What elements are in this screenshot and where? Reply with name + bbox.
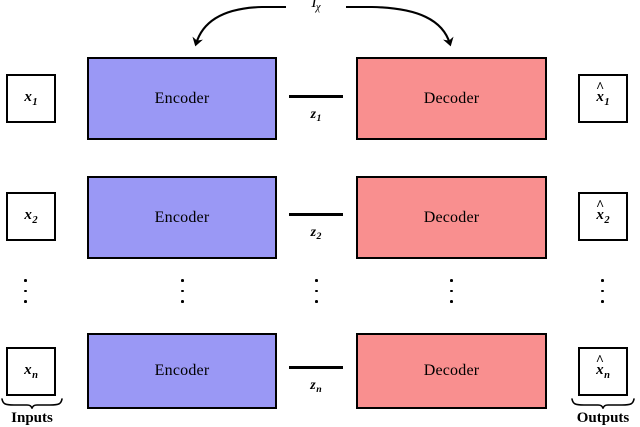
dot <box>601 300 604 303</box>
encoder-label-1: Encoder <box>154 89 210 107</box>
arrow-to-decoder <box>346 5 454 47</box>
latent-label-2: z2 <box>310 225 322 242</box>
encoder-box-1: Encoder <box>87 57 277 140</box>
latent-link-2: z2 <box>286 213 346 242</box>
output-box-1: ^x1 <box>578 74 628 123</box>
latent-connector-1 <box>289 95 343 98</box>
dot <box>450 300 453 303</box>
ellipsis-decoders <box>450 279 453 303</box>
inputs-label: Inputs <box>11 410 53 426</box>
dot <box>24 300 27 303</box>
latent-label-n: zn <box>310 378 322 395</box>
decoder-label-n: Decoder <box>423 362 480 379</box>
dot <box>181 289 184 293</box>
underbrace-outputs-icon <box>571 398 635 409</box>
output-box-n: ^xn <box>578 347 628 396</box>
encoder-label-2: Encoder <box>154 208 210 226</box>
shared-symbol-subscript: χ <box>315 1 321 14</box>
encoder-box-2: Encoder <box>87 176 277 259</box>
hat-accent-n: ^ <box>595 352 604 369</box>
decoder-label-2: Decoder <box>423 208 480 226</box>
shared-parameter-annotation: Iχ <box>0 0 640 62</box>
dot <box>601 279 604 282</box>
latent-connector-n <box>289 366 343 369</box>
dot <box>315 289 318 293</box>
dot <box>181 279 184 282</box>
shared-parameter-arrows <box>192 5 454 47</box>
dot <box>315 279 318 282</box>
dot <box>181 300 184 303</box>
inputs-brace-group: Inputs <box>0 398 64 427</box>
ellipsis-inputs <box>24 279 27 303</box>
shared-symbol-base: I <box>311 0 317 11</box>
decoder-box-n: Decoder <box>356 333 547 409</box>
encoder-label-n: Encoder <box>154 362 210 379</box>
output-box-2: ^x2 <box>578 192 628 241</box>
latent-label-1: z1 <box>310 107 322 124</box>
ellipsis-outputs <box>601 279 604 303</box>
decoder-box-1: Decoder <box>356 57 547 140</box>
dot <box>450 279 453 282</box>
latent-link-1: z1 <box>286 95 346 124</box>
decoder-label-1: Decoder <box>423 89 480 107</box>
input-label-2: x2 <box>24 207 38 226</box>
output-label-2: ^x2 <box>595 197 610 226</box>
latent-link-n: zn <box>286 366 346 395</box>
latent-connector-2 <box>289 213 343 216</box>
input-label-n: xn <box>24 362 38 381</box>
dot <box>24 289 27 293</box>
input-label-1: x1 <box>24 89 38 108</box>
ellipsis-encoders <box>181 279 184 303</box>
encoder-box-n: Encoder <box>87 333 277 409</box>
dot <box>601 289 604 293</box>
dot <box>450 289 453 293</box>
arrow-to-encoder <box>192 5 286 47</box>
dot <box>315 300 318 303</box>
underbrace-inputs-icon <box>1 398 63 409</box>
outputs-label: Outputs <box>576 410 630 426</box>
hat-accent-2: ^ <box>595 197 605 214</box>
output-label-1: ^x1 <box>595 79 610 108</box>
outputs-brace-group: Outputs <box>570 398 636 427</box>
output-label-n: ^xn <box>595 352 610 381</box>
ellipsis-latents <box>315 279 318 303</box>
shared-parameter-symbol: Iχ <box>286 0 346 13</box>
hat-accent-1: ^ <box>595 79 605 96</box>
decoder-box-2: Decoder <box>356 176 547 259</box>
input-box-2: x2 <box>6 192 56 241</box>
input-box-1: x1 <box>6 74 56 123</box>
dot <box>24 279 27 282</box>
input-box-n: xn <box>6 347 56 396</box>
